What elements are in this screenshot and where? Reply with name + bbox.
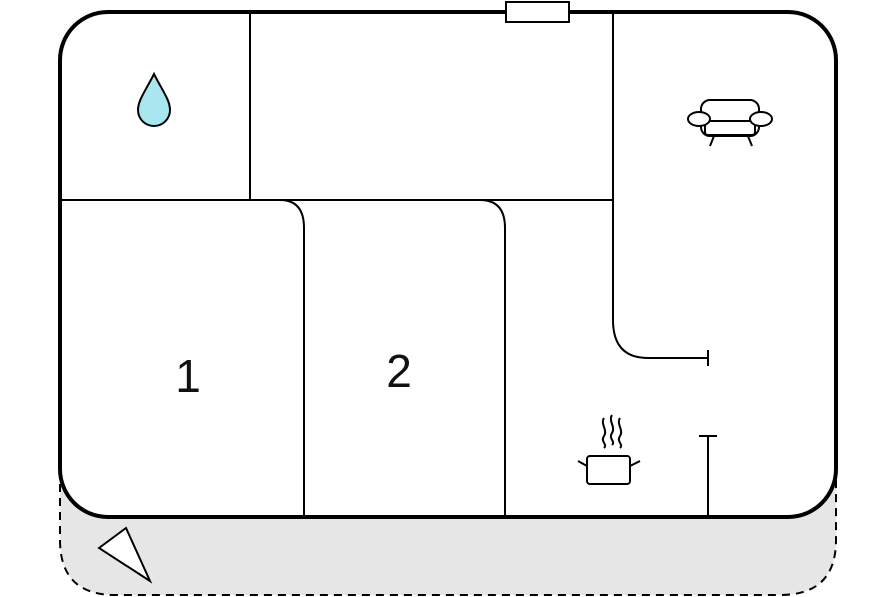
room-label-1: 1	[175, 350, 201, 402]
window	[505, 1, 570, 23]
room-hallway[interactable]	[250, 14, 613, 200]
room-kitchen[interactable]	[505, 360, 834, 515]
sofa-icon	[687, 99, 773, 147]
water-drop-icon	[136, 71, 172, 127]
outer-wall	[58, 10, 838, 519]
room-label-2: 2	[386, 345, 412, 397]
north-arrow-icon	[97, 526, 153, 584]
interior-walls	[60, 12, 717, 517]
room-living[interactable]	[613, 14, 834, 354]
cooking-pot-icon	[577, 414, 641, 485]
